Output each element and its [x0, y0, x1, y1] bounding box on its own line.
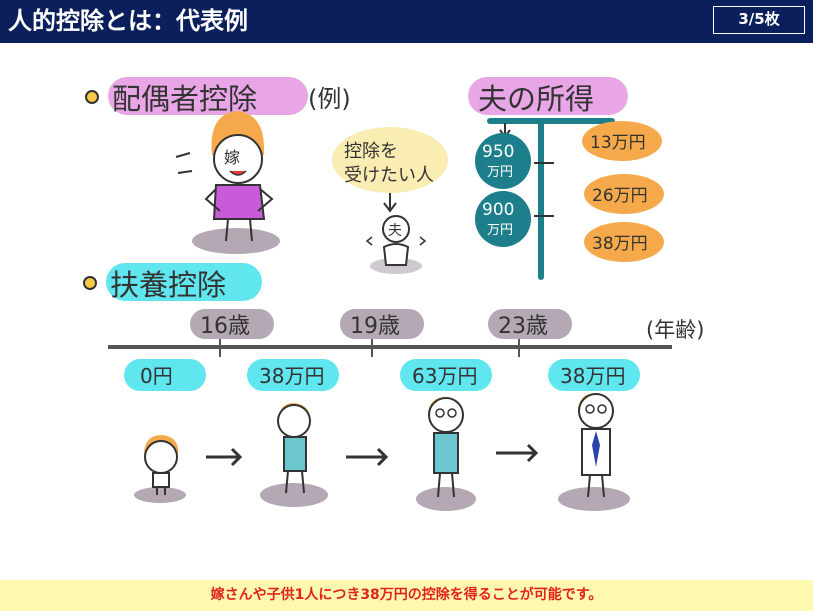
shadow-shape	[260, 483, 328, 507]
heading-highlight	[468, 77, 628, 115]
age-pill	[488, 309, 572, 339]
age-label: 16歳	[200, 314, 250, 339]
age-label: 19歳	[350, 314, 400, 339]
bubble-line-1: 控除を	[344, 141, 398, 162]
page-title: 人的控除とは：代表例	[8, 7, 248, 35]
deduction-value: 38万円	[592, 234, 648, 254]
spouse-heading: 配偶者控除	[112, 82, 257, 116]
amount-pill	[124, 359, 206, 391]
heading-highlight	[108, 77, 308, 115]
spouse-example-label: (例)	[308, 85, 351, 113]
axis-label: (年齢)	[646, 318, 704, 342]
age-label: 23歳	[498, 314, 548, 339]
dependent-heading: 扶養控除	[110, 268, 226, 302]
shadow-shape	[134, 487, 186, 503]
footer-bar: 嫁さんや子供1人につき38万円の控除を得ることが可能です。	[0, 580, 813, 611]
shadow-shape	[192, 228, 280, 254]
amount-label: 0円	[140, 364, 173, 388]
arrow-right-icon	[496, 443, 539, 463]
deduction-badge: 26万円	[584, 174, 664, 214]
wife-figure: 嫁	[175, 111, 280, 254]
income-badge: 950 万円	[475, 133, 531, 189]
arrow-right-icon	[206, 447, 243, 467]
amount-label: 38万円	[259, 364, 324, 388]
income-badge: 900 万円	[475, 191, 531, 247]
dependent-section: 扶養控除 16歳 19歳 23歳 (年齢) 0円 38万円 63万円 38万円	[83, 263, 704, 511]
age-pill	[190, 309, 274, 339]
child-figure	[134, 435, 186, 503]
page-indicator: 3/5枚	[713, 6, 805, 34]
shadow-shape	[558, 487, 630, 511]
amount-label: 63万円	[412, 364, 477, 388]
income-unit: 万円	[487, 223, 513, 238]
heading-highlight	[106, 263, 262, 301]
arrow-right-icon	[346, 447, 389, 467]
deduction-badge: 13万円	[582, 121, 662, 161]
income-value: 950	[482, 142, 514, 162]
income-value: 900	[482, 200, 514, 220]
adult-figure	[558, 393, 630, 511]
amount-pill	[548, 359, 640, 391]
amount-pill	[247, 359, 339, 391]
child-figure	[260, 403, 328, 507]
deduction-badge: 38万円	[584, 222, 664, 262]
child-figure	[416, 397, 476, 511]
deduction-value: 13万円	[590, 133, 646, 153]
bullet-icon	[85, 90, 99, 104]
speech-bubble: 控除を 受けたい人	[332, 127, 448, 213]
amount-label: 38万円	[560, 364, 625, 388]
husband-income-section: 夫の所得 950 万円 900 万円 13万円 26万円 38万円	[468, 77, 664, 280]
deduction-value: 26万円	[592, 186, 648, 206]
spouse-section: 配偶者控除 (例) 嫁 控除を 受けたい人	[85, 77, 448, 274]
amount-pill	[400, 359, 492, 391]
income-unit: 万円	[487, 165, 513, 180]
husband-figure: 夫	[365, 215, 427, 274]
illustration: 配偶者控除 (例) 嫁 控除を 受けたい人	[83, 77, 704, 511]
wife-label: 嫁	[224, 148, 240, 167]
shadow-shape	[416, 487, 476, 511]
header-bar: 人的控除とは：代表例 3/5枚	[0, 0, 813, 43]
bullet-icon	[83, 276, 97, 290]
bubble-line-2: 受けたい人	[344, 165, 434, 186]
footer-caption: 嫁さんや子供1人につき38万円の控除を得ることが可能です。	[210, 587, 603, 603]
husband-income-heading: 夫の所得	[478, 82, 594, 116]
age-pill	[340, 309, 424, 339]
husband-label: 夫	[388, 223, 402, 239]
